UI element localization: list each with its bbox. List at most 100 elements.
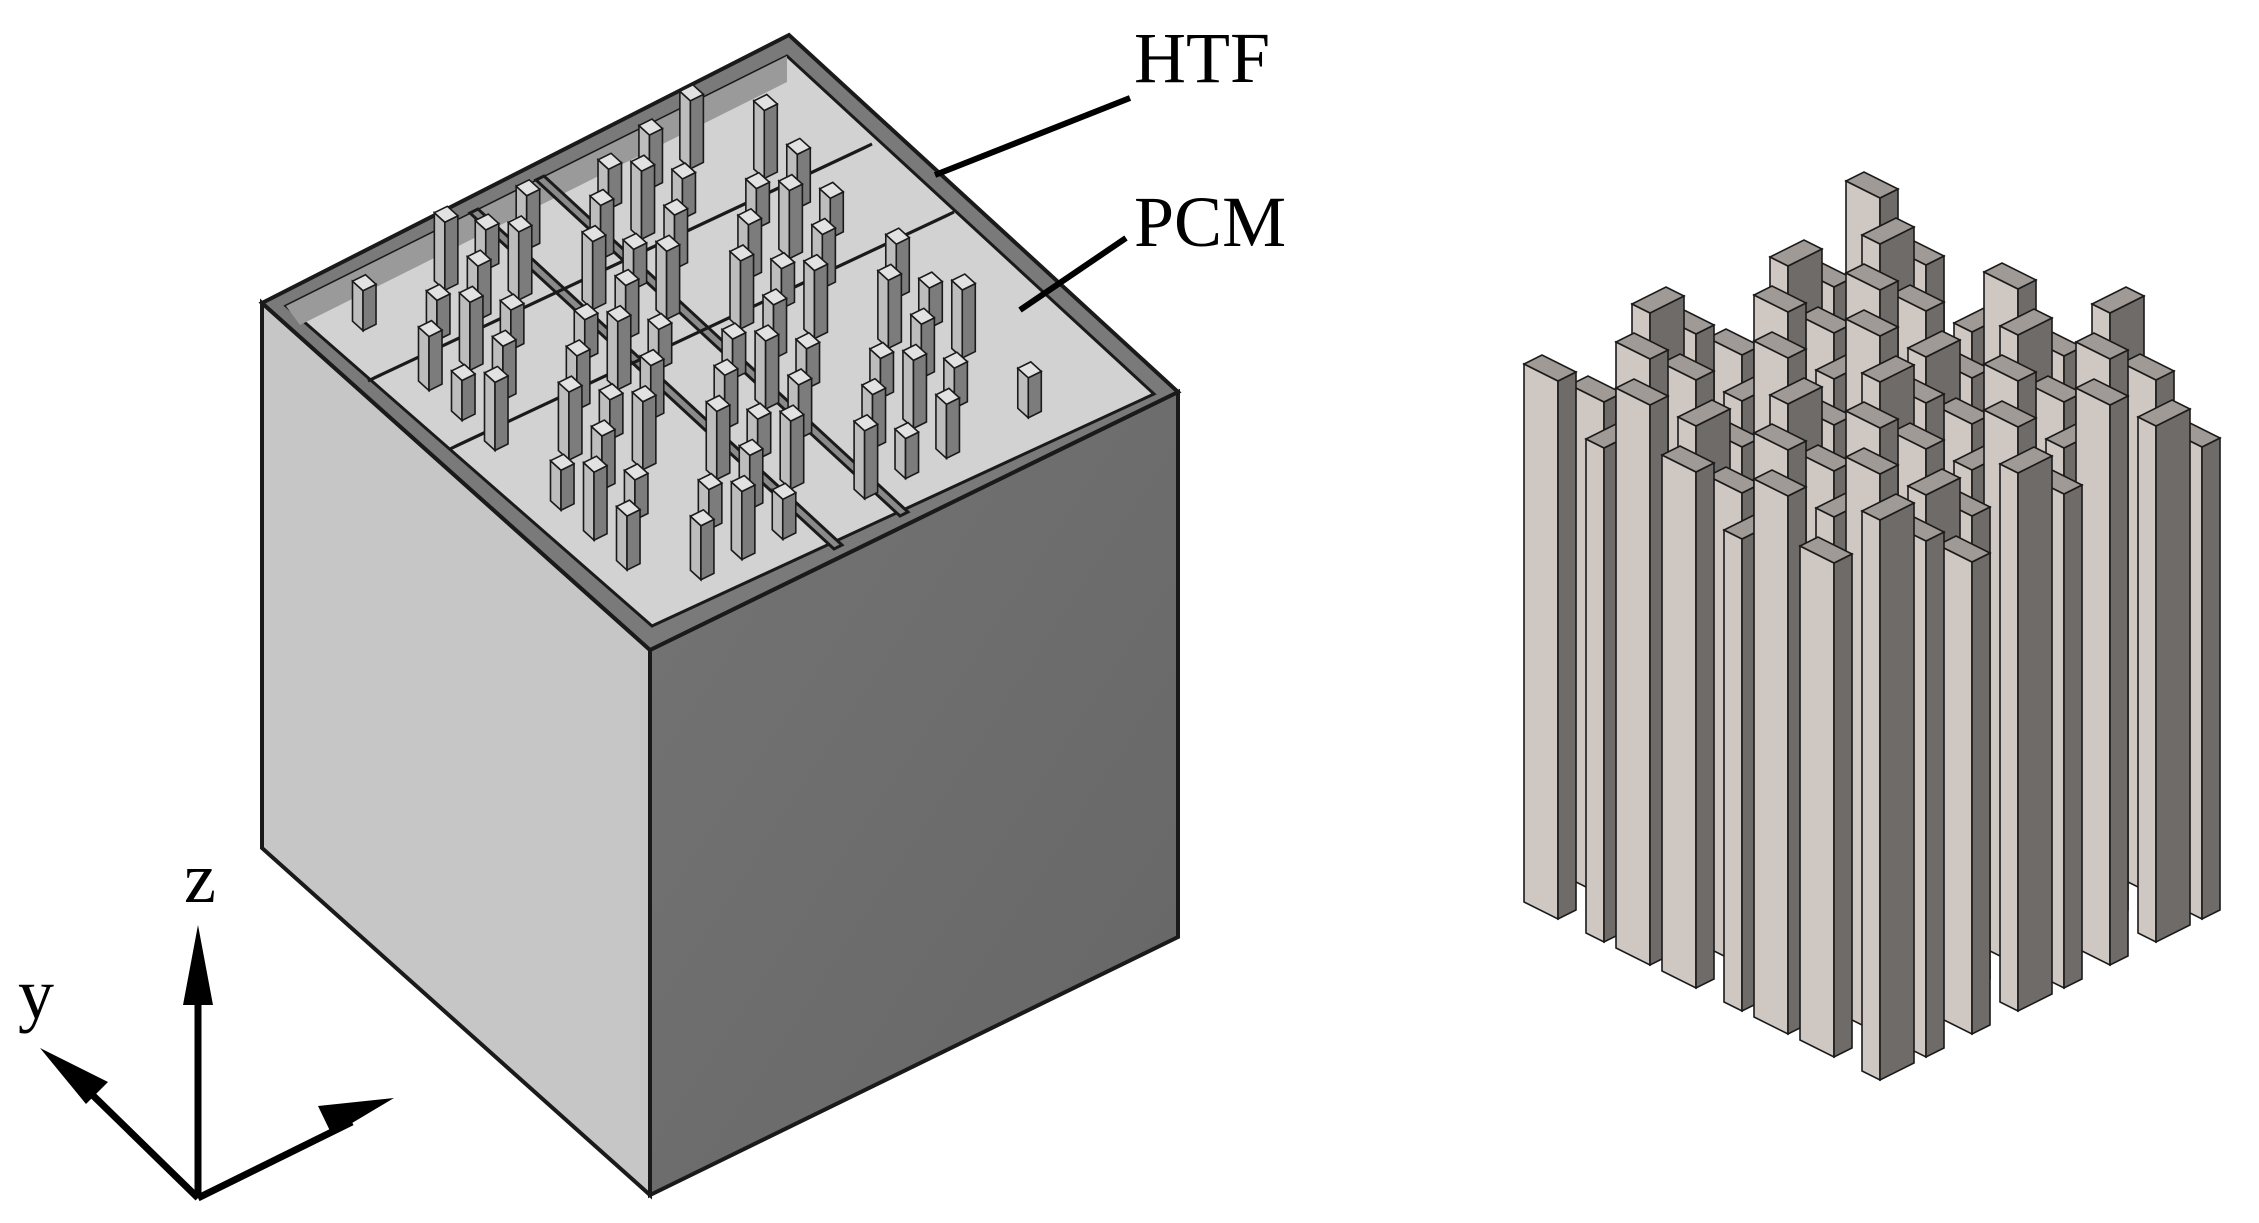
cavity-fin-7-0-right-face bbox=[945, 396, 961, 460]
cavity-fin-7-4-right-face bbox=[813, 262, 829, 340]
fin-2-0-right-face bbox=[1971, 551, 1991, 1036]
cavity-fin-9-2-top-face bbox=[950, 273, 977, 291]
cavity-fin-1-4-right-face bbox=[568, 384, 583, 462]
fin-3-5-top-face bbox=[1752, 331, 1808, 359]
cavity-fin-2-3-right-face bbox=[642, 394, 657, 472]
cavity-fin-8-3-top-face bbox=[876, 263, 903, 282]
cavity-fin-1-7-right-face bbox=[469, 294, 484, 372]
fin-1-5-top-face bbox=[1676, 399, 1732, 427]
cavity-fin-0-7-top-face bbox=[417, 319, 444, 338]
fin-6-0-right-face bbox=[2155, 407, 2191, 944]
fin-5-7-top-face bbox=[1768, 239, 1824, 267]
fin-0-1-right-face bbox=[1833, 552, 1853, 1059]
cavity-fin-7-4-left-face bbox=[803, 259, 816, 341]
cavity-fin-3-8-left-face bbox=[507, 220, 520, 302]
cavity-fin-2-7-top-face bbox=[498, 293, 526, 312]
cavity-fin-1-8-top-face bbox=[425, 283, 452, 302]
fin-3-0-top-face bbox=[1998, 446, 2054, 474]
cavity-fin-8-9-left-face bbox=[679, 89, 692, 171]
htf-leader-line bbox=[933, 95, 1132, 178]
fin-0-0-top-face bbox=[1860, 493, 1916, 521]
cavity-fin-8-9-right-face bbox=[689, 93, 705, 171]
cavity-fin-7-5-top-face bbox=[769, 251, 796, 270]
cavity-fin-9-8-right-face bbox=[763, 102, 779, 180]
cavity-fin-8-3-left-face bbox=[877, 268, 890, 351]
cavity-fin-6-4-top-face bbox=[761, 287, 788, 306]
cavity-fin-8-6-right-face bbox=[788, 182, 804, 260]
cavity-fin-1-7-top-face bbox=[458, 285, 485, 304]
fin-2-6-top-face bbox=[1660, 353, 1716, 381]
cavity-fin-4-3-top-face bbox=[712, 358, 740, 377]
cavity-fin-2-4-top-face bbox=[597, 382, 625, 401]
cavity-fin-6-0-right-face bbox=[904, 430, 920, 480]
cavity-fin-1-4-top-face bbox=[557, 375, 584, 394]
cavity-fin-3-2-top-face bbox=[704, 394, 732, 413]
cavity-fin-1-0-left-face bbox=[689, 514, 702, 582]
fin-0-1-top-face bbox=[1798, 536, 1854, 564]
cavity-fin-5-3-top-face bbox=[753, 324, 781, 342]
cavity-fin-9-7-top-face bbox=[785, 137, 812, 156]
fin-0-0-right-face bbox=[1879, 501, 1915, 1082]
cavity-fin-8-5-top-face bbox=[810, 217, 837, 236]
cavity-fin-5-2-top-face bbox=[786, 368, 814, 386]
cavity-fin-5-0-right-face bbox=[863, 423, 879, 501]
cavity-fin-0-2-left-face bbox=[582, 460, 595, 542]
fin-7-7-top-face bbox=[1844, 171, 1900, 199]
cavity-fin-6-5-right-face bbox=[739, 253, 755, 331]
cavity-fin-0-1-right-face bbox=[626, 508, 641, 572]
x-axis-line bbox=[196, 1118, 354, 1202]
cavity-fin-3-1-top-face bbox=[737, 438, 765, 457]
fin-0-2-left-face bbox=[1753, 477, 1789, 1036]
cavity-fin-5-3-right-face bbox=[764, 333, 780, 411]
cavity-fin-8-3-right-face bbox=[887, 272, 903, 350]
pcm-leader-line bbox=[1018, 235, 1128, 313]
cavity-fin-0-3-right-face bbox=[560, 462, 575, 512]
x-axis-arrowhead bbox=[318, 1098, 394, 1135]
fin-0-7-right-face bbox=[1557, 370, 1577, 921]
cavity-fin-5-4-top-face bbox=[720, 322, 748, 341]
fin-5-4-top-face bbox=[1906, 330, 1962, 358]
cavity-fin-6-5-top-face bbox=[728, 244, 755, 262]
cavity-fin-4-1-right-face bbox=[789, 413, 805, 491]
cavity-fin-5-0-left-face bbox=[853, 419, 866, 501]
cavity-fin-7-6-top-face bbox=[736, 207, 763, 226]
cavity-fin-6-3-top-face bbox=[794, 331, 821, 350]
fin-1-0-right-face bbox=[1925, 530, 1945, 1059]
cavity-fin-7-1-right-face bbox=[912, 352, 928, 430]
cavity-fin-7-9-top-face bbox=[637, 118, 664, 136]
htf-label: HTF bbox=[1134, 18, 1270, 98]
cavity-fin-6-8-right-face bbox=[640, 163, 656, 241]
fin-3-3-top-face bbox=[1860, 355, 1916, 383]
cavity-fin-1-0-right-face bbox=[700, 518, 715, 582]
cavity-fin-4-7-top-face bbox=[580, 224, 608, 243]
fin-2-1-top-face bbox=[1906, 468, 1962, 496]
cavity-fin-4-1-top-face bbox=[778, 404, 806, 423]
cavity-fin-1-6-top-face bbox=[491, 329, 518, 348]
y-axis-label: y bbox=[18, 954, 54, 1034]
cavity-fin-4-7-right-face bbox=[591, 233, 607, 311]
fin-5-0-right-face bbox=[2109, 394, 2129, 967]
cavity-fin-7-0-top-face bbox=[934, 387, 961, 406]
cavity-fin-4-7-left-face bbox=[581, 230, 594, 312]
cavity-fin-9-8-left-face bbox=[752, 99, 766, 181]
cavity-fin-0-5-top-face bbox=[483, 365, 510, 384]
cavity-fin-8-1-top-face bbox=[942, 351, 969, 370]
cavity-fin-0-7-left-face bbox=[417, 325, 430, 393]
cavity-fin-9-6-top-face bbox=[818, 181, 845, 200]
cavity-fin-4-6-top-face bbox=[613, 268, 641, 287]
fin-5-2-top-face bbox=[1982, 354, 2038, 382]
cavity-fin-9-4-top-face bbox=[884, 227, 911, 246]
cavity-fin-3-5-top-face bbox=[605, 304, 633, 323]
cavity-fin-3-5-right-face bbox=[616, 313, 632, 391]
cavity-fin-0-6-right-face bbox=[461, 372, 476, 422]
cavity-fin-6-8-left-face bbox=[630, 159, 643, 242]
fin-7-2-top-face bbox=[2090, 286, 2146, 314]
cavity-fin-8-7-top-face bbox=[744, 171, 771, 190]
cavity-fin-1-2-top-face bbox=[623, 463, 650, 481]
cavity-fin-3-8-right-face bbox=[517, 224, 533, 302]
fin-1-6-top-face bbox=[1614, 332, 1670, 360]
fin-0-7-left-face bbox=[1523, 362, 1559, 921]
fin-0-0-left-face bbox=[1861, 509, 1881, 1082]
cavity-fin-1-3-top-face bbox=[590, 419, 617, 437]
